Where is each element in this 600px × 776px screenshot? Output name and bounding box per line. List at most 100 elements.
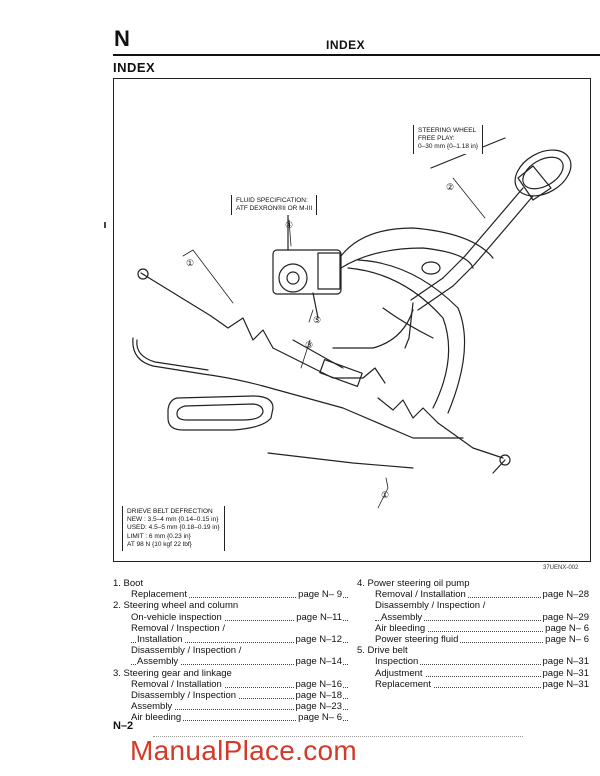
index-entry-label: Power steering fluid xyxy=(375,633,461,646)
index-entry-page: page N–28 xyxy=(540,589,589,601)
callout-line: STEERING WHEEL xyxy=(418,127,477,134)
pressure-lines xyxy=(132,259,466,469)
dot-leader xyxy=(131,656,348,666)
callout-drive-belt-deflection: DRIEVE BELT DEFRECTION NEW : 3.5–4 mm {0… xyxy=(122,506,225,552)
index-entry-label: Adjustment xyxy=(375,667,425,679)
index-entry-label: Removal / Installation xyxy=(375,589,468,601)
index-entry-label: Assembly xyxy=(137,656,181,668)
page-number: N–2 xyxy=(113,720,134,732)
index-heading: Disassembly / Inspection / xyxy=(375,600,486,612)
index-heading: Disassembly / Inspection / xyxy=(131,645,242,657)
index-entry-page: page N–31 xyxy=(540,667,589,679)
index-entry-label: Air bleeding xyxy=(131,712,184,724)
index-entry-label: Removal / Installation xyxy=(131,678,224,690)
dot-leader xyxy=(375,668,589,677)
index-entry[interactable]: Removal / Installation page N–16 xyxy=(113,678,348,690)
header-rule xyxy=(113,54,600,56)
part-number-2: ② xyxy=(446,182,454,192)
footer-rule xyxy=(153,736,523,737)
dot-leader xyxy=(131,701,348,711)
callout-fluid-specification: FLUID SPECIFICATION: ATF DEXRON®II OR M-… xyxy=(231,195,318,216)
index-entry-page: page N–18 xyxy=(293,689,342,702)
dot-leader xyxy=(375,612,589,621)
index-entry-page: page N– 9 xyxy=(296,589,342,601)
index-entry-page: page N– 6 xyxy=(543,633,589,646)
index-heading: 1. Boot xyxy=(113,578,144,589)
callout-line: LIMIT : 6 mm {0.23 in} xyxy=(127,532,191,540)
part-number-1b: ① xyxy=(381,490,389,500)
dot-leader xyxy=(375,656,589,666)
index-entry-page: page N–16 xyxy=(293,678,342,690)
index-entry-label: Replacement xyxy=(375,678,433,690)
steering-rack xyxy=(137,268,511,474)
dot-leader xyxy=(131,679,348,688)
index-heading: 2. Steering wheel and column xyxy=(113,600,239,612)
dot-leader xyxy=(131,589,348,599)
part-number-1: ① xyxy=(186,258,194,268)
diagram-frame xyxy=(113,78,591,562)
part-number-4: ④ xyxy=(285,220,293,230)
index-entry-page: page N–11 xyxy=(294,611,342,623)
callout-line: ATF DEXRON®II OR M-III xyxy=(236,205,313,213)
callout-line: DRIEVE BELT DEFRECTION xyxy=(127,508,213,515)
dot-leader xyxy=(375,589,589,599)
callout-steering-wheel-free-play: STEERING WHEEL FREE PLAY: 0–30 mm {0–1.1… xyxy=(413,125,483,154)
index-entry[interactable]: On-vehicle inspection page N–11 xyxy=(113,611,348,623)
part-number-3: ③ xyxy=(305,340,313,350)
index-entry[interactable]: Replacement page N–31 xyxy=(357,678,589,690)
callout-line: FREE PLAY: xyxy=(418,135,455,143)
subheading: INDEX xyxy=(113,60,156,75)
index-entry[interactable]: Removal / Installation page N–28 xyxy=(357,589,589,601)
index-entry[interactable]: Replacement page N– 9 xyxy=(113,589,348,601)
oil-pump xyxy=(272,197,494,319)
index-heading: Removal / Inspection / xyxy=(131,622,225,634)
index-entry-label: Disassembly / Inspection xyxy=(131,689,239,702)
callout-line: USED: 4.5–5 mm {0.18–0.19 in} xyxy=(127,524,220,532)
index-entry[interactable]: Assembly page N–14 xyxy=(113,656,348,668)
callout-line: 0–30 mm {0–1.18 in} xyxy=(418,143,478,151)
index-entry-page: page N– 6 xyxy=(543,622,589,634)
header-title: INDEX xyxy=(326,38,366,52)
dot-leader xyxy=(131,612,348,621)
index-entry-label: Air bleeding xyxy=(375,622,428,634)
dot-leader xyxy=(131,712,348,722)
index-heading: 4. Power steering oil pump xyxy=(357,578,470,589)
dot-leader xyxy=(375,634,589,643)
index-entry-label: On-vehicle inspection xyxy=(131,611,224,623)
index-entry[interactable]: Assembly page N–23 xyxy=(113,701,348,713)
index-entry-page: page N–23 xyxy=(293,701,342,713)
callout-line: AT 98 N {10 kgf 22 lbf} xyxy=(127,540,192,548)
dot-leader xyxy=(375,679,589,688)
dot-leader xyxy=(131,634,348,643)
power-steering-diagram: ① ② ③ ④ ⑤ ① xyxy=(132,137,572,509)
index-entry-label: Replacement xyxy=(131,589,189,601)
steering-wheel-column xyxy=(404,137,572,349)
callout-line: FLUID SPECIFICATION: xyxy=(236,197,308,204)
index-entry-label: Installation xyxy=(137,633,185,646)
index-entry[interactable]: Adjustment page N–31 xyxy=(357,667,589,679)
dot-leader xyxy=(131,690,348,699)
index-entry-label: Assembly xyxy=(131,701,175,713)
index-entry[interactable]: Air bleeding page N– 6 xyxy=(357,622,589,634)
part-number-5: ⑤ xyxy=(313,315,321,325)
index-entry[interactable]: Power steering fluid page N– 6 xyxy=(357,633,589,646)
dot-leader xyxy=(375,623,589,632)
margin-mark xyxy=(104,222,106,228)
index-entry-label: Inspection xyxy=(375,656,421,668)
index-entry-page: page N–29 xyxy=(540,611,589,623)
index-entry-label: Assembly xyxy=(381,611,425,623)
index-entry-page: page N–14 xyxy=(293,656,342,668)
figure-code: 37UENX-002 xyxy=(543,565,579,571)
index-entry-page: page N–31 xyxy=(540,678,589,690)
index-heading: 5. Drive belt xyxy=(357,645,408,657)
index-entry[interactable]: Disassembly / Inspection page N–18 xyxy=(113,689,348,702)
callout-line: NEW : 3.5–4 mm {0.14–0.15 in} xyxy=(127,516,219,524)
index-entry[interactable]: Assembly page N–29 xyxy=(357,611,589,623)
watermark: ManualPlace.com xyxy=(130,735,358,766)
section-letter: N xyxy=(114,26,130,51)
